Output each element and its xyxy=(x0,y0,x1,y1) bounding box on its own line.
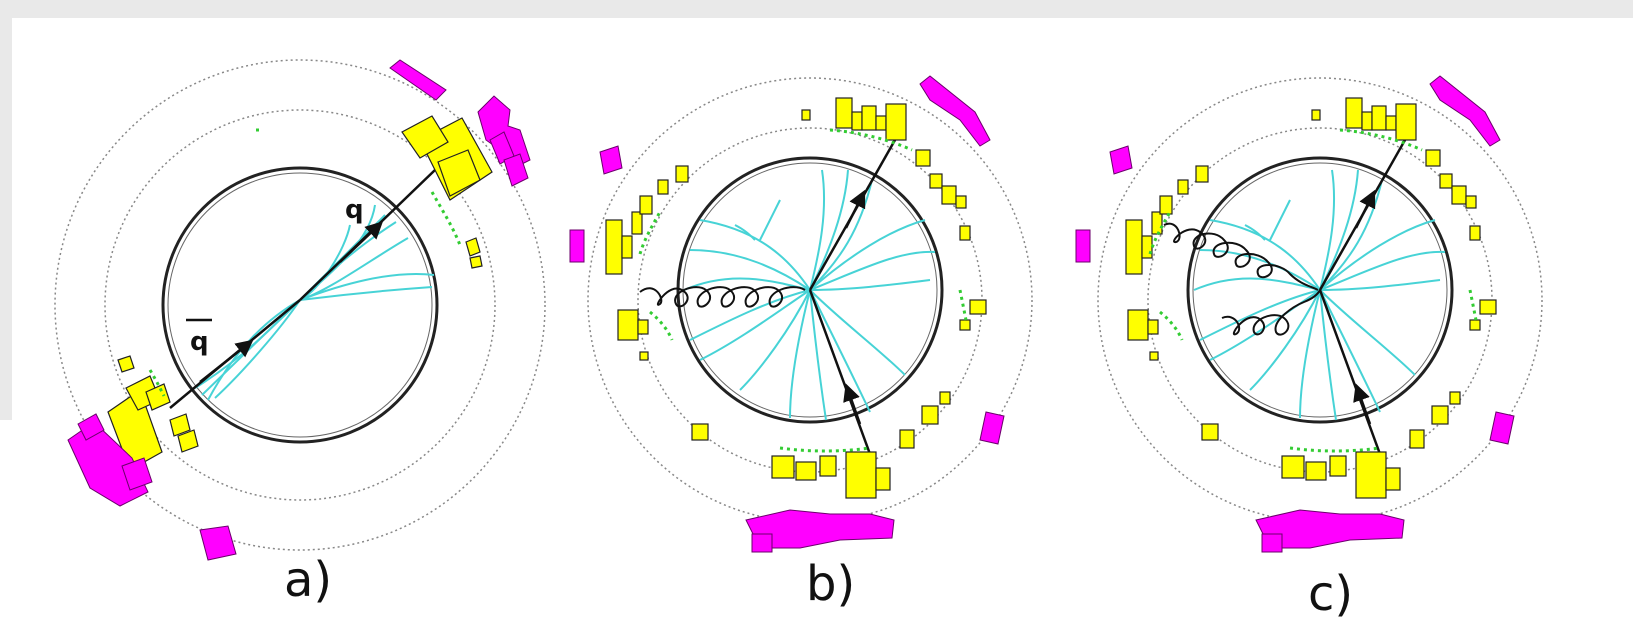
tracker-boundary xyxy=(161,166,439,444)
middle-dotted-ring xyxy=(104,109,496,501)
track-bundle xyxy=(194,204,435,401)
tracker-boundary xyxy=(676,156,944,424)
green-hits xyxy=(638,128,968,453)
em-calorimeter-deposits xyxy=(605,97,987,499)
scan-edge-top xyxy=(0,0,1633,18)
quark-label: q xyxy=(345,195,364,225)
green-hits xyxy=(148,128,462,397)
panel-b-event xyxy=(569,75,1033,553)
em-calorimeter-deposits xyxy=(107,115,493,471)
em-calorimeter-deposits xyxy=(1125,97,1497,499)
outer-dotted-ring xyxy=(54,59,546,551)
panel-label-b: b) xyxy=(806,556,856,612)
antiquark-label: q xyxy=(190,327,209,357)
panel-c-event xyxy=(1075,75,1543,553)
track-bundle xyxy=(683,169,936,421)
gluon-line-upper xyxy=(1163,222,1319,291)
scan-edge-left xyxy=(0,0,12,420)
gluon-line xyxy=(639,286,806,308)
hadron-calorimeter-deposits xyxy=(569,75,1005,553)
panel-label-c: c) xyxy=(1308,566,1354,622)
outer-dotted-ring xyxy=(587,77,1033,523)
gluon-line-lower xyxy=(1221,289,1321,336)
panel-label-a: a) xyxy=(284,552,333,608)
outer-dotted-ring xyxy=(1097,77,1543,523)
green-hits xyxy=(1148,128,1478,453)
hadron-calorimeter-deposits xyxy=(1075,75,1515,553)
panel-a-event: q q xyxy=(54,59,546,561)
tracker-boundary xyxy=(1186,156,1454,424)
hadron-calorimeter-deposits xyxy=(67,59,531,561)
